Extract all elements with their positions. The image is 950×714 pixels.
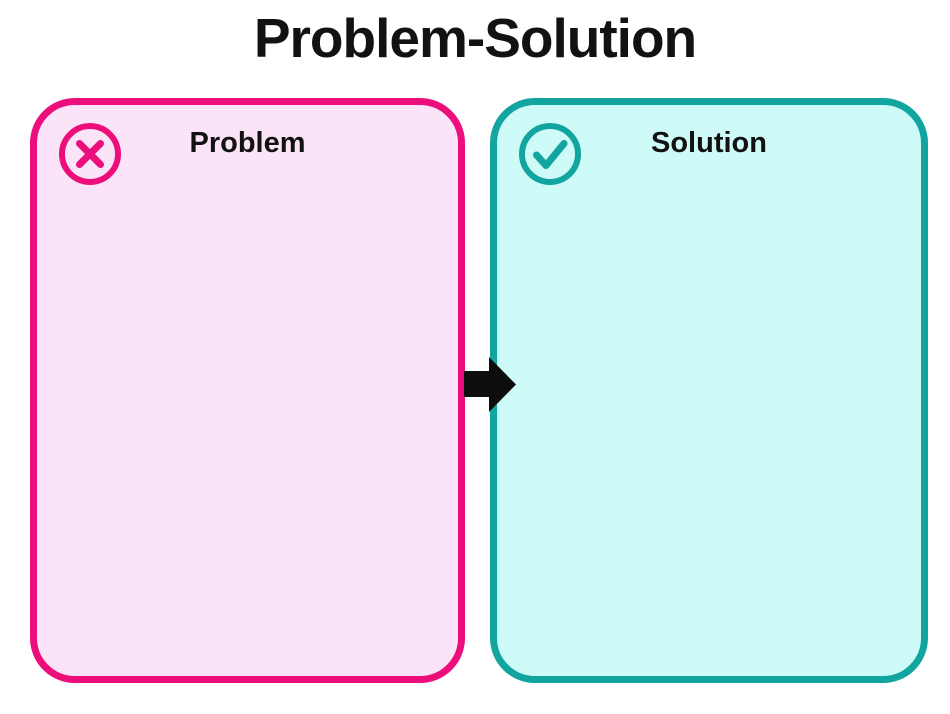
x-circle-icon bbox=[58, 122, 122, 186]
solution-panel-content-area[interactable] bbox=[507, 195, 911, 666]
right-arrow-icon bbox=[464, 356, 517, 414]
solution-panel-label: Solution bbox=[651, 127, 767, 159]
problem-panel-content-area[interactable] bbox=[47, 195, 448, 666]
problem-panel-label: Problem bbox=[189, 127, 306, 159]
page-title: Problem-Solution bbox=[253, 7, 697, 69]
solution-panel[interactable]: Solution bbox=[490, 98, 928, 683]
check-circle-icon bbox=[518, 122, 582, 186]
problem-panel[interactable]: Problem bbox=[30, 98, 465, 683]
